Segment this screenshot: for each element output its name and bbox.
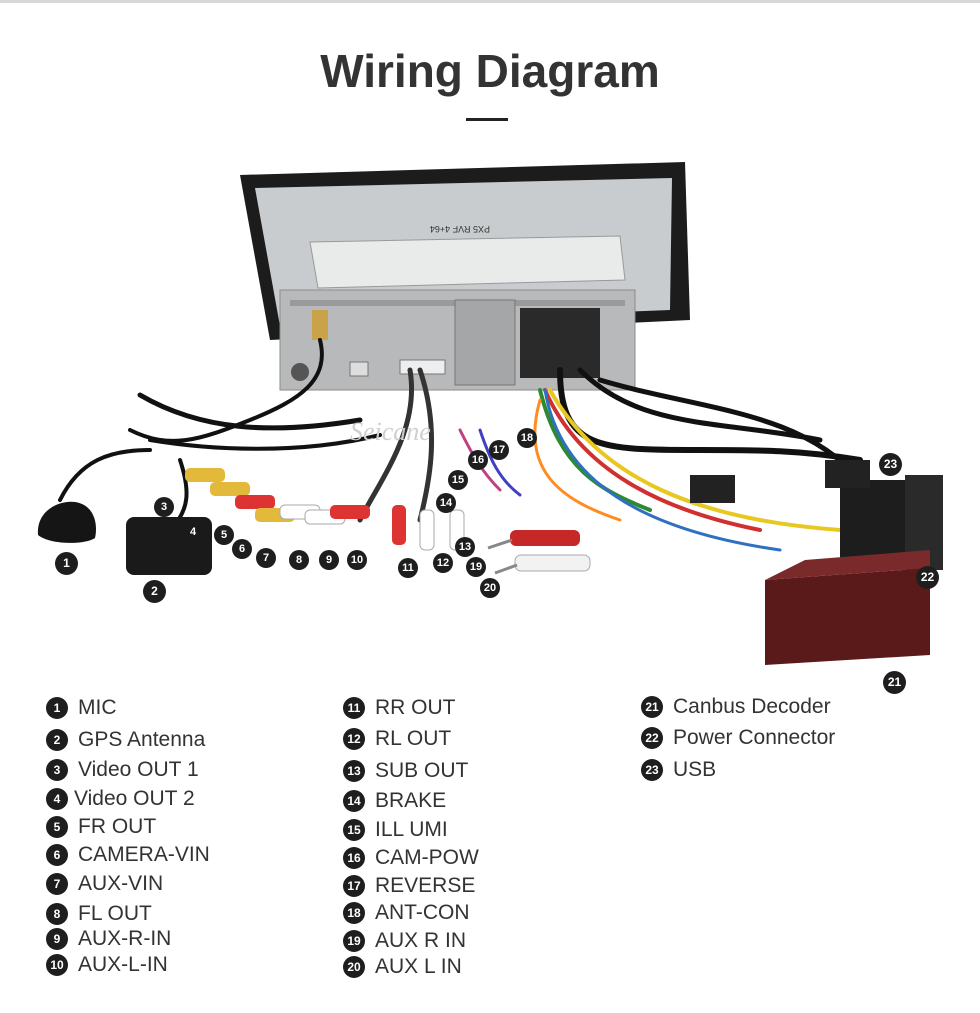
legend-item: 6 CAMERA-VIN xyxy=(46,842,210,868)
callout-1: 1 xyxy=(55,552,78,575)
legend-label: AUX-L-IN xyxy=(78,953,168,976)
callout-6: 6 xyxy=(232,539,252,559)
legend-label: REVERSE xyxy=(375,874,476,897)
callout-15: 15 xyxy=(448,470,468,490)
callout-23: 23 xyxy=(879,453,902,476)
legend-number: 5 xyxy=(46,816,68,838)
legend-number: 1 xyxy=(46,697,68,719)
legend-number: 8 xyxy=(46,903,68,925)
legend-item: 5 FR OUT xyxy=(46,814,156,840)
legend-number: 20 xyxy=(343,956,365,978)
legend-number: 6 xyxy=(46,844,68,866)
callout-14: 14 xyxy=(436,493,456,513)
callout-17: 17 xyxy=(489,440,509,460)
legend-label: Video OUT 2 xyxy=(74,787,195,810)
legend-label: AUX-VIN xyxy=(78,872,164,895)
legend-number: 16 xyxy=(343,847,365,869)
page-title: Wiring Diagram xyxy=(320,45,660,97)
callout-2: 2 xyxy=(143,580,166,603)
callout-11: 11 xyxy=(398,558,418,578)
legend-number: 21 xyxy=(641,696,663,718)
legend-item: 23 USB xyxy=(641,757,716,783)
legend-label: USB xyxy=(673,758,717,781)
legend-label: Canbus Decoder xyxy=(673,695,831,718)
legend-number: 9 xyxy=(46,928,68,950)
top-divider xyxy=(0,0,980,3)
callout-10: 10 xyxy=(347,550,367,570)
legend-item: 9 AUX-R-IN xyxy=(46,926,171,952)
callout-16: 16 xyxy=(468,450,488,470)
legend-item: 10 AUX-L-IN xyxy=(46,952,168,978)
legend-item: 14 BRAKE xyxy=(343,788,446,814)
watermark: Seicane xyxy=(350,417,431,446)
legend-number: 14 xyxy=(343,790,365,812)
legend-item: 13 SUB OUT xyxy=(343,758,468,784)
callout-19: 19 xyxy=(466,557,486,577)
legend-label: MIC xyxy=(78,696,117,719)
legend-item: 21 Canbus Decoder xyxy=(641,694,831,720)
callout-18: 18 xyxy=(517,428,537,448)
legend-item: 15 ILL UMI xyxy=(343,817,448,843)
legend-number: 3 xyxy=(46,759,68,781)
legend-number: 12 xyxy=(343,728,365,750)
callout-3: 3 xyxy=(154,497,174,517)
legend-label: ANT-CON xyxy=(375,901,470,924)
legend-number: 10 xyxy=(46,954,68,976)
legend-item: 16 CAM-POW xyxy=(343,845,479,871)
legend-item: 22 Power Connector xyxy=(641,725,835,751)
legend-label: RR OUT xyxy=(375,696,456,719)
head-unit-drawing: PX5 RVF 4+64 xyxy=(37,162,943,665)
legend-item: 17 REVERSE xyxy=(343,873,475,899)
legend-label: CAMERA-VIN xyxy=(78,843,210,866)
callout-22: 22 xyxy=(916,566,939,589)
legend-label: AUX L IN xyxy=(375,955,462,978)
legend-number: 2 xyxy=(46,729,68,751)
callout-13: 13 xyxy=(455,537,475,557)
legend-item: 19 AUX R IN xyxy=(343,928,466,954)
legend-item: 11 RR OUT xyxy=(343,695,456,721)
legend-number: 19 xyxy=(343,930,365,952)
legend-label: SUB OUT xyxy=(375,759,469,782)
legend-number: 7 xyxy=(46,873,68,895)
legend-item: 7 AUX-VIN xyxy=(46,871,163,897)
legend-label: RL OUT xyxy=(375,727,452,750)
legend-label: AUX-R-IN xyxy=(78,927,172,950)
legend-item: 3 Video OUT 1 xyxy=(46,757,199,783)
legend-item: 2 GPS Antenna xyxy=(46,727,205,753)
legend-number: 23 xyxy=(641,759,663,781)
callout-4: 4 xyxy=(189,526,197,538)
legend-label: Video OUT 1 xyxy=(78,758,199,781)
legend-number: 4 xyxy=(46,788,68,810)
legend-item: 1 MIC xyxy=(46,695,117,721)
legend-label: Power Connector xyxy=(673,726,836,749)
legend-item: 18 ANT-CON xyxy=(343,900,470,926)
callout-12: 12 xyxy=(433,553,453,573)
title-underline xyxy=(466,118,508,121)
legend-number: 15 xyxy=(343,819,365,841)
legend-label: GPS Antenna xyxy=(78,728,206,751)
legend-number: 13 xyxy=(343,760,365,782)
callout-9: 9 xyxy=(319,550,339,570)
callout-8: 8 xyxy=(289,550,309,570)
legend-number: 18 xyxy=(343,902,365,924)
legend-number: 11 xyxy=(343,697,365,719)
callout-21: 21 xyxy=(883,671,906,694)
callout-7: 7 xyxy=(256,548,276,568)
legend-label: FL OUT xyxy=(78,902,152,925)
legend-item: 4 Video OUT 2 xyxy=(46,786,195,812)
legend-number: 22 xyxy=(641,727,663,749)
legend-label: AUX R IN xyxy=(375,929,467,952)
wiring-illustration: PX5 RVF 4+64 xyxy=(0,150,980,694)
legend-item: 12 RL OUT xyxy=(343,726,451,752)
legend-label: CAM-POW xyxy=(375,846,479,869)
callout-20: 20 xyxy=(480,578,500,598)
model-sticker: PX5 RVF 4+64 xyxy=(430,224,490,234)
legend-item: 20 AUX L IN xyxy=(343,954,462,980)
legend-label: BRAKE xyxy=(375,789,447,812)
callout-5: 5 xyxy=(214,525,234,545)
legend-item: 8 FL OUT xyxy=(46,901,152,927)
legend-number: 17 xyxy=(343,875,365,897)
legend-label: ILL UMI xyxy=(375,818,448,841)
legend-label: FR OUT xyxy=(78,815,157,838)
